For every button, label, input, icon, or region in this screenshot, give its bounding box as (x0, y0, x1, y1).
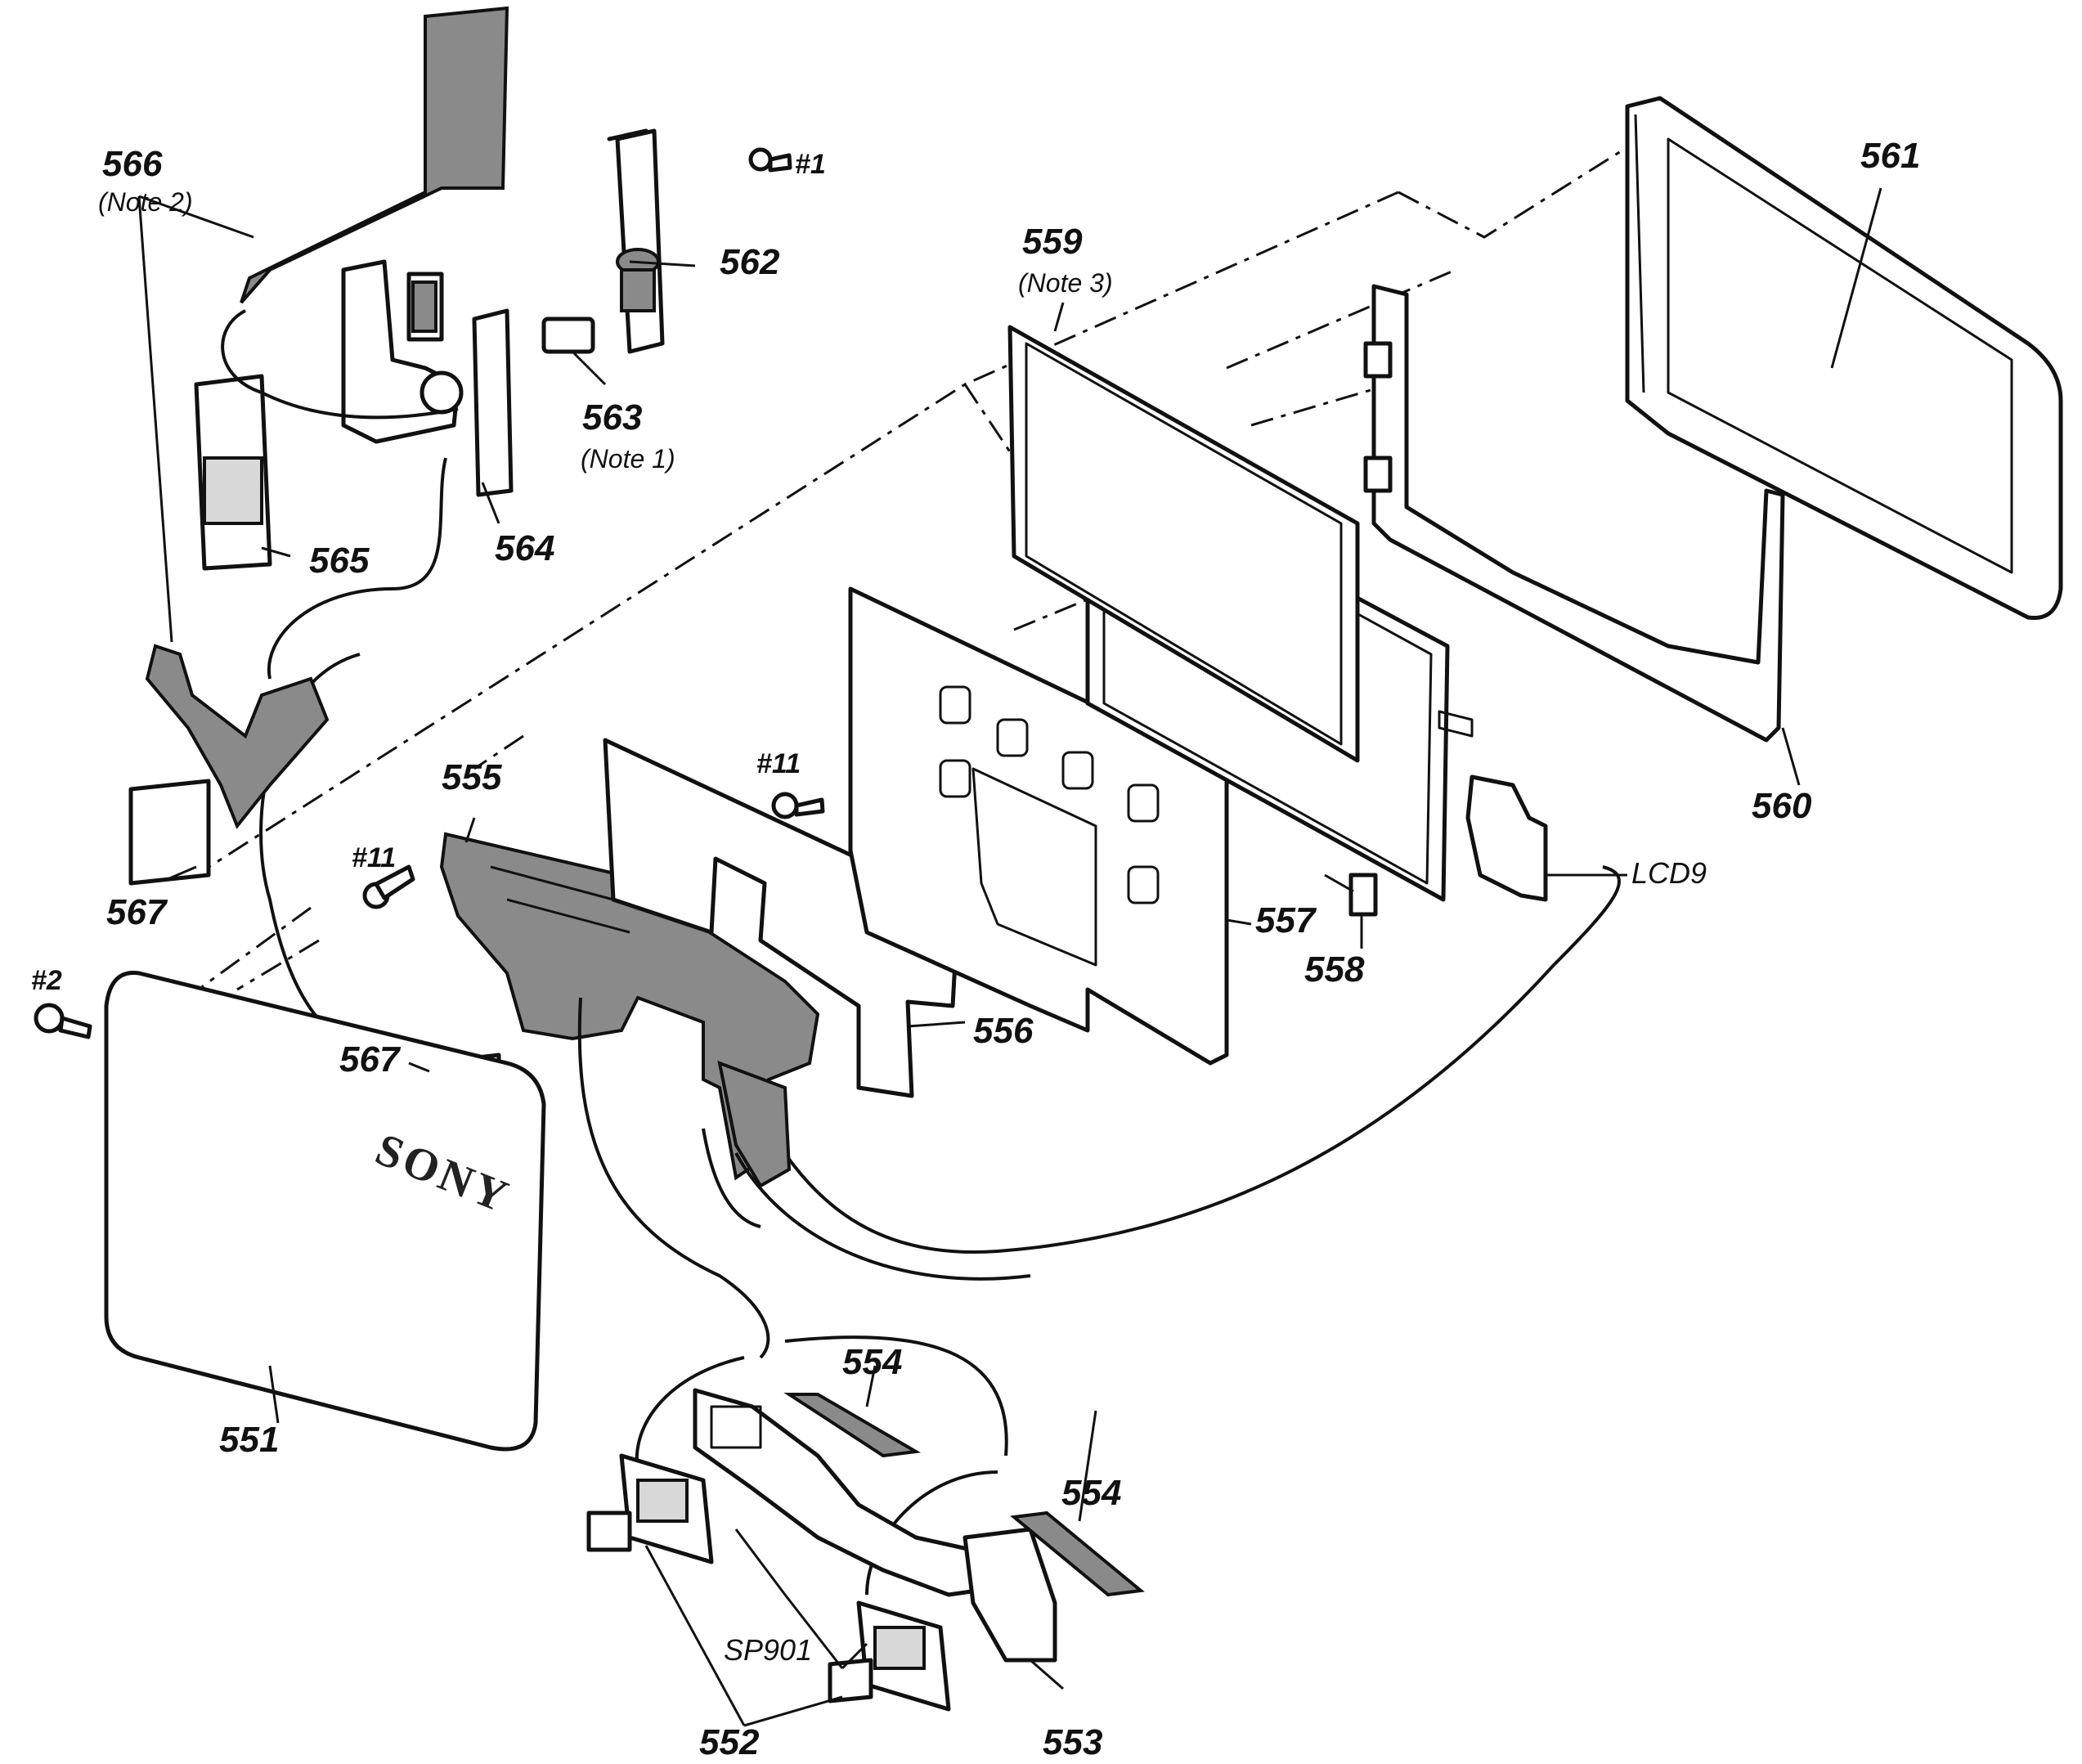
part-554-strip-lower (1010, 1510, 1145, 1597)
label-screw-11-left: #11 (352, 842, 396, 873)
part-552-pad-right (828, 1658, 873, 1703)
lcd9-bracket (1438, 710, 1548, 902)
note-559: (Note 3) (1018, 268, 1113, 298)
note-563: (Note 1) (581, 444, 675, 474)
screw-icon (771, 792, 825, 819)
label-551: 551 (219, 1420, 279, 1460)
part-560-frame (1363, 284, 1785, 743)
label-556: 556 (973, 1011, 1034, 1051)
label-554-upper: 554 (842, 1342, 902, 1382)
screw-icon (362, 864, 415, 909)
part-561-outer-frame (1625, 96, 2063, 621)
label-566: 566 (102, 144, 163, 184)
label-sp901: SP901 (724, 1633, 812, 1667)
part-553-speaker-holder (693, 1388, 1057, 1663)
label-555: 555 (442, 757, 502, 797)
part-566-lower-cable (145, 644, 330, 829)
leader-lines (137, 187, 1882, 1727)
label-553: 553 (1043, 1722, 1102, 1762)
label-567-center: 567 (339, 1039, 402, 1079)
label-screw-11-right: #11 (756, 748, 801, 779)
label-screw-1: #1 (795, 149, 826, 180)
sp901-speaker-left (619, 1453, 714, 1564)
label-562: 562 (720, 242, 780, 282)
note-566: (Note 2) (98, 187, 193, 217)
screw-icon (34, 1003, 92, 1039)
part-558-pad (1348, 873, 1378, 917)
main-cable-loop (702, 865, 1621, 1281)
label-561: 561 (1860, 136, 1920, 176)
label-552: 552 (699, 1722, 760, 1762)
hinge-assembly (194, 128, 792, 571)
sp901-speaker-right (856, 1600, 951, 1712)
label-screw-2: #2 (31, 965, 62, 996)
label-564: 564 (495, 528, 554, 568)
label-lcd9: LCD9 (1631, 856, 1707, 890)
part-551-lcd-cover: SONY (104, 971, 546, 1452)
label-559: 559 (1022, 222, 1083, 262)
part-552-pad-left (586, 1510, 632, 1552)
speaker-cable (577, 997, 1008, 1596)
label-557: 557 (1255, 900, 1317, 940)
label-565: 565 (309, 541, 370, 581)
label-567-left: 567 (106, 892, 168, 932)
part-566-flex-cable (240, 6, 509, 304)
part-554-strip-upper (783, 1393, 922, 1458)
label-560: 560 (1752, 786, 1812, 826)
label-563: 563 (582, 397, 642, 438)
part-557-lcd-frame (848, 586, 1229, 1066)
part-567-pad-left (128, 779, 211, 886)
part-559-sheet (1007, 325, 1360, 763)
label-558: 558 (1304, 949, 1365, 990)
label-554-lower: 554 (1061, 1473, 1121, 1513)
